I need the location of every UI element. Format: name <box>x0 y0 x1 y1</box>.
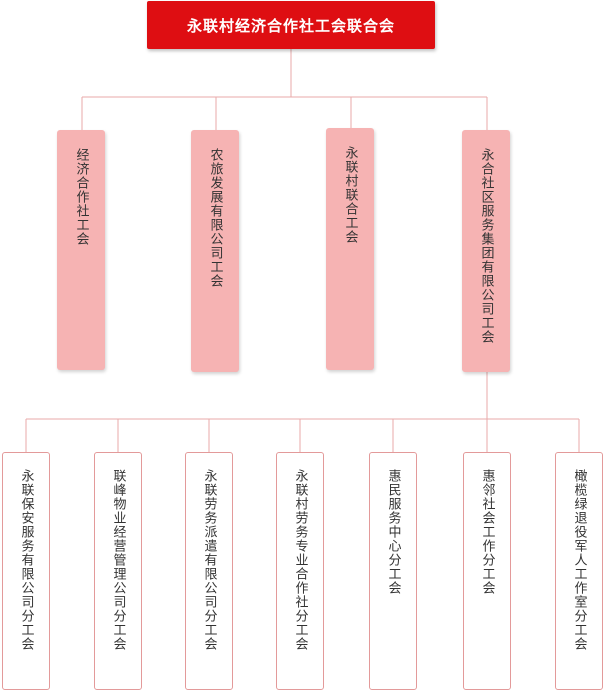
branch-node-label: 永合社区服务集团有限公司工会 <box>478 148 494 344</box>
root-node: 永联村经济合作社工会联合会 <box>147 1 435 49</box>
subunit-node-security: 永联保安服务有限公司分工会 <box>2 452 50 690</box>
branch-node-label: 永联村联合工会 <box>342 146 358 244</box>
subunit-node-social-work: 惠邻社会工作分工会 <box>463 452 511 690</box>
branch-node-community-services: 永合社区服务集团有限公司工会 <box>462 130 510 372</box>
subunit-node-label: 永联劳务派遣有限公司分工会 <box>201 469 217 651</box>
branch-node-economic-coop: 经济合作社工会 <box>57 130 105 370</box>
subunit-node-service-center: 惠民服务中心分工会 <box>369 452 417 690</box>
subunit-node-label: 橄榄绿退役军人工作室分工会 <box>571 469 587 651</box>
subunit-node-label: 惠邻社会工作分工会 <box>479 469 495 595</box>
root-node-label: 永联村经济合作社工会联合会 <box>186 16 395 35</box>
subunit-node-labor-coop: 永联村劳务专业合作社分工会 <box>276 452 324 690</box>
subunit-node-label: 永联村劳务专业合作社分工会 <box>292 469 308 651</box>
subunit-node-veterans-studio: 橄榄绿退役军人工作室分工会 <box>555 452 603 690</box>
subunit-node-labor-dispatch: 永联劳务派遣有限公司分工会 <box>185 452 233 690</box>
subunit-node-label: 联峰物业经营管理公司分工会 <box>110 469 126 651</box>
branch-node-label: 经济合作社工会 <box>73 148 89 246</box>
subunit-node-label: 惠民服务中心分工会 <box>385 469 401 595</box>
branch-node-label: 农旅发展有限公司工会 <box>207 148 223 288</box>
branch-node-village-union: 永联村联合工会 <box>326 128 374 370</box>
subunit-node-label: 永联保安服务有限公司分工会 <box>18 469 34 651</box>
branch-node-agritourism: 农旅发展有限公司工会 <box>191 130 239 372</box>
subunit-node-property: 联峰物业经营管理公司分工会 <box>94 452 142 690</box>
